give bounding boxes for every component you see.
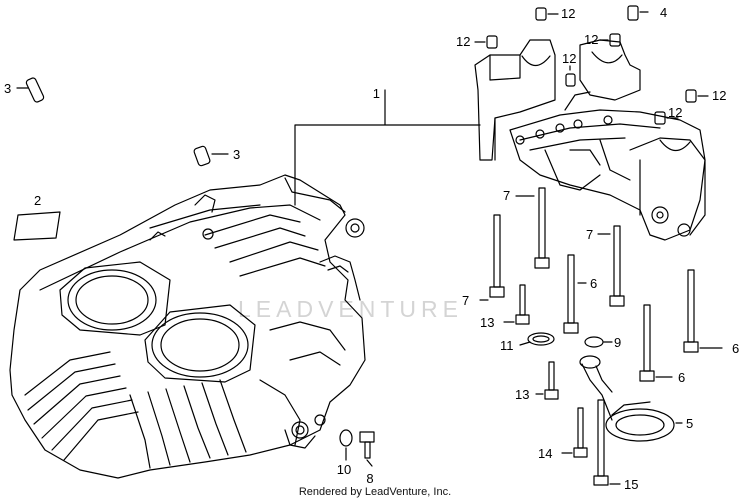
lower-crankcase [9, 174, 366, 479]
bolt-part-15 [593, 399, 621, 486]
bolts-part-13 [503, 284, 559, 400]
callout-12f: 12 [668, 105, 682, 120]
callout-1: 1 [373, 86, 380, 101]
callout-7a: 7 [503, 188, 510, 203]
callout-3b: 3 [233, 147, 240, 162]
callout-13a: 13 [480, 315, 494, 330]
footer-credit: Rendered by LeadVenture, Inc. [298, 486, 452, 498]
callout-5: 5 [686, 416, 693, 431]
o-ring-part-9 [584, 336, 613, 348]
callout-11: 11 [500, 338, 514, 353]
callout-8: 8 [366, 471, 373, 486]
callout-3a: 3 [4, 81, 11, 96]
callout-12a: 12 [561, 6, 575, 21]
callout-6c: 6 [678, 370, 685, 385]
callout-12b: 12 [456, 34, 470, 49]
washer-part-10 [339, 429, 353, 461]
bolts-part-7 [479, 187, 625, 307]
callout-1-leader [294, 89, 481, 206]
dowel-part-4 [627, 5, 649, 21]
bolts-part-6 [563, 254, 723, 382]
callout-10: 10 [337, 462, 351, 477]
callout-4: 4 [660, 5, 667, 20]
o-ring-part-11 [519, 332, 555, 346]
callout-6b: 6 [732, 341, 739, 356]
gasket-part-2 [13, 211, 61, 241]
bolt-part-14 [561, 407, 588, 458]
callout-12e: 12 [712, 88, 726, 103]
callout-15: 15 [624, 477, 638, 492]
callout-12d: 12 [584, 32, 598, 47]
bolt-part-8 [359, 431, 375, 467]
dowel-pins-12 [474, 7, 709, 125]
watermark: LEADVENTURE [238, 296, 463, 322]
upper-crankcase [474, 39, 706, 241]
callout-14: 14 [538, 446, 552, 461]
callout-2: 2 [34, 193, 41, 208]
callout-6a: 6 [590, 276, 597, 291]
callout-9: 9 [614, 335, 621, 350]
dowel-part-3b [193, 145, 229, 167]
callout-13b: 13 [515, 387, 529, 402]
callout-7c: 7 [462, 293, 469, 308]
dowel-part-3a [16, 77, 45, 103]
callout-12c: 12 [562, 51, 576, 66]
oil-strainer-part-5 [579, 355, 683, 442]
callout-7b: 7 [586, 227, 593, 242]
